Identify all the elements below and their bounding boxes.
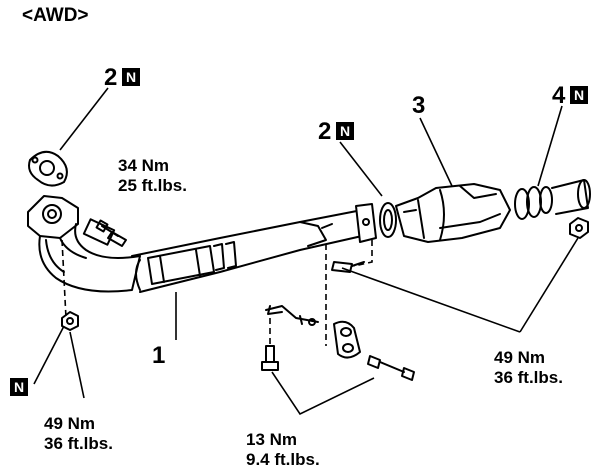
torque-bracket-ftlbs: 9.4 ft.lbs. xyxy=(246,450,320,469)
torque-front-nut: 49 Nm 36 ft.lbs. xyxy=(44,414,113,454)
front-pipe-bend xyxy=(27,195,141,293)
new-part-mark-2-middle: N xyxy=(336,122,354,140)
torque-rear-nut-nm: 49 Nm xyxy=(494,348,546,367)
torque-front-nut-ftlbs: 36 ft.lbs. xyxy=(44,434,113,453)
front-gasket xyxy=(28,150,68,187)
torque-front-bolt-ftlbs: 25 ft.lbs. xyxy=(118,176,187,195)
rubber-hanger xyxy=(333,320,361,359)
diagram-title: <AWD> xyxy=(22,5,89,26)
hanger-bracket xyxy=(261,305,319,371)
front-bolt xyxy=(95,219,127,247)
torque-front-bolt-nm: 34 Nm xyxy=(118,156,170,175)
middle-gasket xyxy=(379,202,397,238)
new-part-mark-2-left: N xyxy=(122,68,140,86)
torque-front-nut-nm: 49 Nm xyxy=(44,414,96,433)
callout-4: 4 xyxy=(552,82,566,109)
callout-2-middle: 2 xyxy=(318,118,332,145)
callout-2-left: 2 xyxy=(104,64,118,91)
torque-rear-nut: 49 Nm 36 ft.lbs. xyxy=(494,348,563,388)
callout-3: 3 xyxy=(412,92,426,119)
leader-lines xyxy=(33,87,579,416)
torque-bracket: 13 Nm 9.4 ft.lbs. xyxy=(246,430,320,470)
torque-bracket-nm: 13 Nm xyxy=(246,430,298,449)
callout-1: 1 xyxy=(152,342,166,369)
torque-front-bolt: 34 Nm 25 ft.lbs. xyxy=(118,156,187,196)
hanger-bolt xyxy=(367,355,415,381)
front-nut xyxy=(61,311,79,331)
rear-nut xyxy=(569,217,589,239)
rear-gasket-and-pipe xyxy=(514,179,591,220)
new-part-mark-front-nut: N xyxy=(10,378,28,396)
new-part-mark-4: N xyxy=(570,86,588,104)
catalytic-converter xyxy=(395,183,511,243)
torque-rear-nut-ftlbs: 36 ft.lbs. xyxy=(494,368,563,387)
main-pipe xyxy=(131,203,377,293)
